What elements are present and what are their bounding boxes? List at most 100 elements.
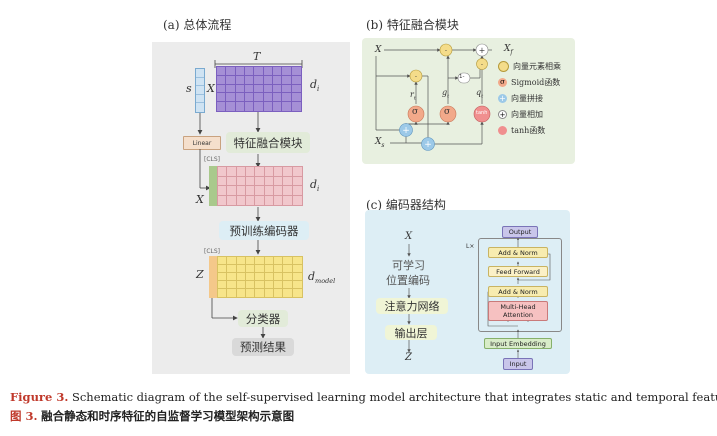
grid-cell	[293, 196, 302, 206]
grid-cell	[244, 84, 255, 94]
grid-cell	[217, 93, 227, 103]
grid-cell	[218, 257, 228, 265]
grid-cell	[283, 167, 293, 177]
svg-text:·: ·	[415, 73, 417, 81]
sigmoid-icon: σ	[498, 77, 507, 87]
pretrained-encoder-box: 预训练编码器	[219, 221, 309, 240]
legend-item: σ Sigmoid函数	[498, 74, 574, 90]
fusion-x-label: X	[375, 45, 382, 55]
grid-cell	[291, 93, 301, 103]
grid-cell	[293, 289, 302, 297]
grid-cell	[272, 84, 283, 94]
z-label: Z	[196, 268, 204, 281]
grid-cell	[227, 289, 237, 297]
legend-item: tanh函数	[498, 122, 574, 138]
legend-item: 向量元素相乘	[498, 58, 574, 74]
fusion-module-box: 特征融合模块	[226, 132, 310, 153]
grid-cell	[218, 186, 228, 196]
grid-cell	[227, 273, 237, 281]
grid-cell	[255, 265, 265, 273]
svg-text:·: ·	[481, 61, 483, 69]
input-box: Input	[503, 358, 533, 370]
grid-cell	[273, 265, 284, 273]
grid-cell	[236, 167, 246, 177]
grid-cell	[292, 167, 302, 177]
grid-cell	[264, 257, 274, 265]
grid-cell	[264, 176, 274, 186]
feed-forward-box: Feed Forward	[488, 266, 548, 277]
grid-cell	[263, 67, 273, 76]
grid-cell	[236, 186, 246, 196]
legend-item: + 向量拼接	[498, 90, 574, 106]
grid-cell	[291, 85, 301, 94]
panel-c-title: (c) 编码器结构	[366, 198, 446, 212]
grid-cell	[245, 176, 256, 186]
grid-cell	[292, 265, 302, 273]
g-label: gt	[442, 88, 450, 100]
grid-cell	[282, 75, 292, 85]
grid-cell	[264, 186, 274, 196]
pos-enc-line1: 可学习	[392, 259, 425, 272]
grid-cell	[245, 281, 256, 289]
grid-cell	[292, 273, 302, 281]
grid-cell	[218, 273, 228, 281]
caption-english: Figure 3. Schematic diagram of the self-…	[10, 390, 717, 404]
grid-cell	[273, 176, 284, 186]
fusion-xs-label: Xs	[375, 137, 385, 149]
grid-cell	[246, 195, 256, 205]
output-layer-box: 输出层	[385, 325, 437, 340]
grid-cell	[235, 93, 245, 103]
grid-cell	[255, 257, 265, 265]
legend-text: 向量元素相乘	[513, 61, 561, 71]
grid-cell	[272, 93, 283, 103]
grid-cell	[254, 102, 264, 111]
grid-cell	[226, 67, 236, 76]
grid-cell	[237, 289, 246, 297]
svg-text:+: +	[424, 140, 432, 150]
transformer-block-frame	[478, 238, 562, 332]
grid-cell	[283, 289, 293, 297]
legend-text: 向量拼接	[511, 93, 543, 103]
di-label-mid: di	[310, 178, 320, 194]
grid-cell	[244, 75, 255, 85]
add-icon: +	[498, 109, 507, 119]
grid-cell	[227, 167, 237, 177]
grid-cell	[292, 257, 302, 265]
grid-cell	[254, 75, 264, 85]
grid-cell	[217, 102, 227, 111]
dmodel-label: dmodel	[308, 270, 336, 286]
tanh-icon	[498, 125, 507, 135]
encoder-x-label: X	[405, 231, 413, 242]
cls-label-2: [CLS]	[204, 248, 221, 255]
grid-cell	[236, 265, 246, 273]
linear-box: Linear	[183, 136, 221, 150]
grid-cell	[273, 257, 284, 265]
grid-cell	[244, 67, 255, 76]
transformer-arrows	[487, 237, 551, 358]
s-label: s	[186, 82, 192, 95]
cls-token-column-2	[209, 256, 217, 298]
grid-cell	[255, 186, 265, 196]
grid-cell	[265, 289, 274, 297]
grid-cell	[263, 93, 273, 103]
di-label-top: di	[310, 78, 320, 94]
grid-cell	[264, 273, 274, 281]
panel-b-title: (b) 特征融合模块	[366, 18, 459, 32]
grid-cell	[227, 257, 237, 265]
grid-cell	[283, 257, 293, 265]
grid-cell	[235, 84, 245, 94]
r-label: rt	[410, 90, 416, 102]
grid-cell	[283, 273, 293, 281]
svg-text:+: +	[479, 46, 486, 55]
legend-text: 向量相加	[511, 109, 543, 119]
grid-cell	[254, 67, 264, 76]
grid-cell	[255, 195, 265, 205]
fusion-xf-label: Xf	[504, 44, 513, 56]
grid-cell	[264, 167, 274, 177]
grid-cell	[254, 84, 264, 94]
legend-text: tanh函数	[511, 125, 546, 135]
encoder-z-label: Z	[405, 352, 412, 363]
grid-cell	[218, 195, 228, 205]
attention-network-box: 注意力网络	[376, 298, 448, 314]
q-label: qt	[476, 88, 484, 100]
